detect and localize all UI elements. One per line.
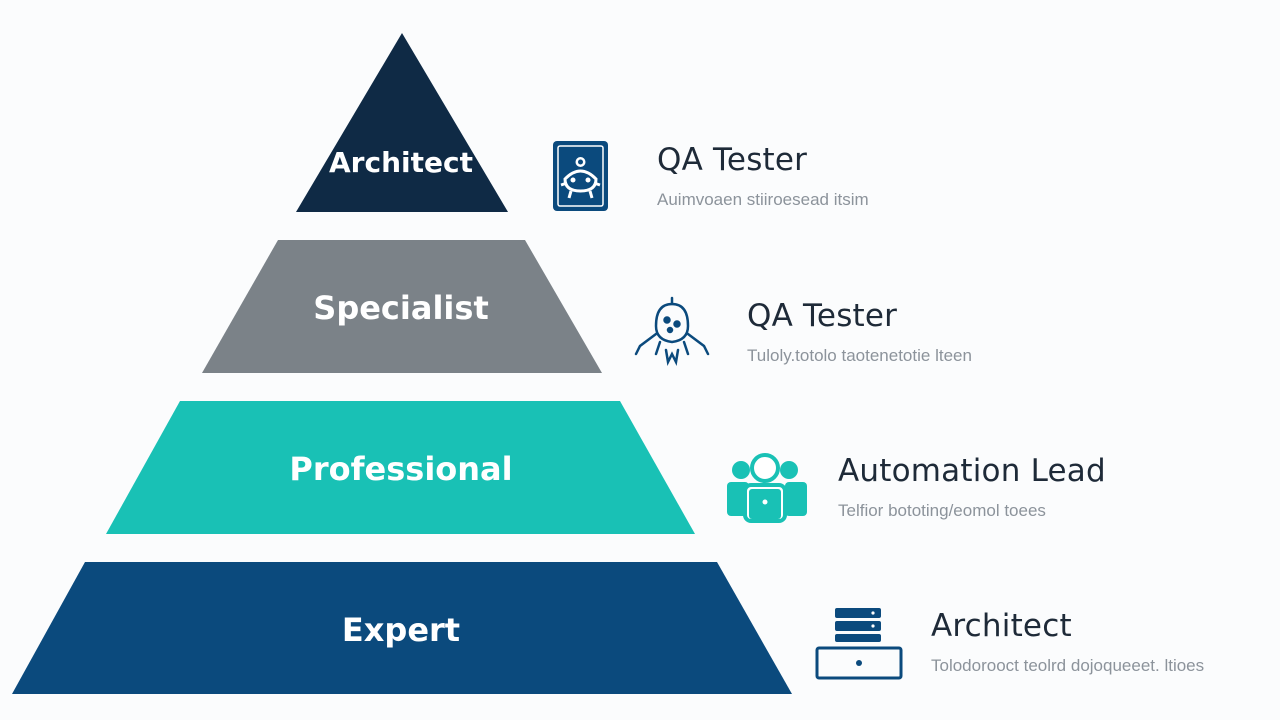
role-title: QA Tester: [657, 142, 808, 178]
role-item-2: QA Tester Tuloly.totolo taotenetotie lte…: [747, 298, 1280, 366]
tier-specialist: [202, 240, 602, 373]
tier-architect: [296, 33, 508, 212]
server-icon: [815, 608, 903, 680]
bug-icon: [634, 296, 710, 366]
team-icon: [727, 453, 807, 523]
role-title: Automation Lead: [838, 453, 1106, 489]
role-item-1: QA Tester Auimvoaen stiiroesead itsim: [657, 142, 1257, 210]
role-item-3: Automation Lead Telfior bototing/eomol t…: [838, 453, 1280, 521]
tier-expert: [12, 562, 792, 694]
tier-label-professional: Professional: [289, 450, 512, 488]
role-description: Tuloly.totolo taotenetotie lteen: [747, 346, 972, 365]
tier-label-architect: Architect: [329, 146, 473, 179]
tier-professional: [106, 401, 695, 534]
role-item-4: Architect Tolodorooct teolrd dojoqueeet.…: [931, 608, 1280, 676]
robot-icon: [553, 141, 608, 211]
role-title: QA Tester: [747, 298, 898, 334]
role-description: Telfior bototing/eomol toees: [838, 501, 1046, 520]
tier-label-expert: Expert: [342, 611, 460, 649]
tier-label-specialist: Specialist: [313, 289, 488, 327]
role-title: Architect: [931, 608, 1072, 644]
role-description: Tolodorooct teolrd dojoqueeet. ltioes: [931, 656, 1205, 675]
role-description: Auimvoaen stiiroesead itsim: [657, 190, 869, 209]
